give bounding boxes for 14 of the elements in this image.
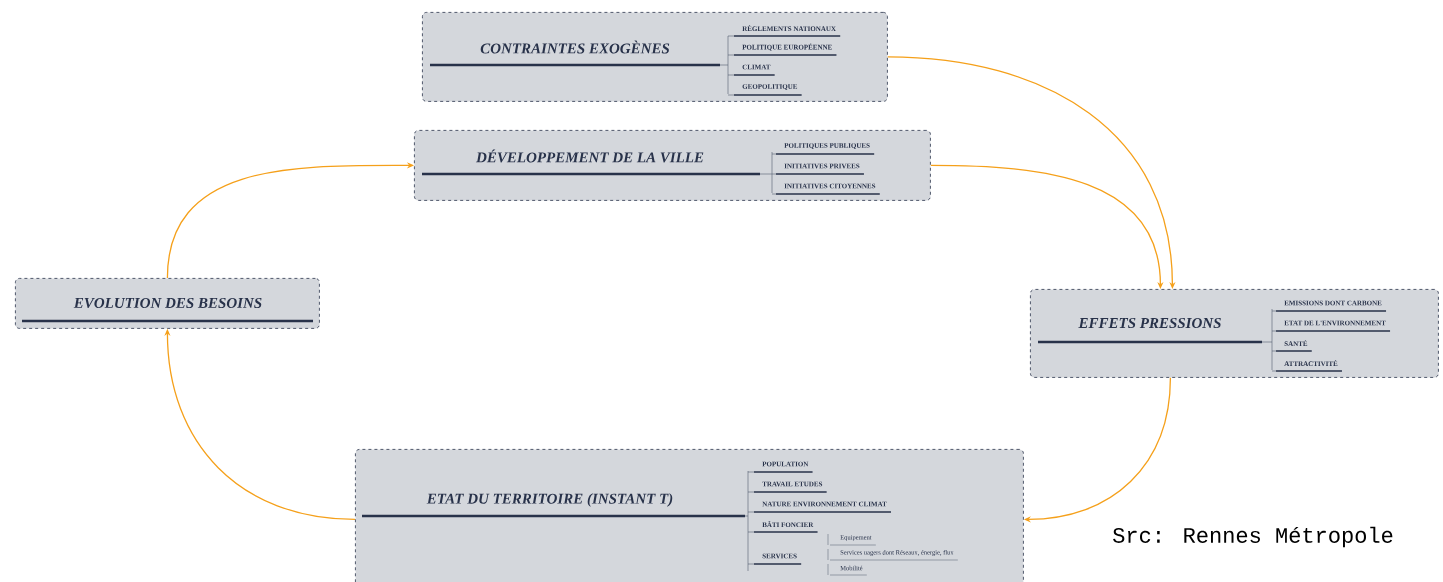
topic-heading: EFFETS PRESSIONS — [1078, 317, 1221, 329]
arrow — [930, 164, 1164, 289]
topic-heading: EVOLUTION DES BESOINS — [73, 297, 262, 309]
topic-box — [1030, 289, 1439, 378]
topic-box — [422, 12, 888, 102]
topic-heading: CONTRAINTES EXOGÈNES — [480, 40, 670, 54]
arrow — [166, 162, 414, 279]
topic-box — [355, 449, 1024, 582]
topic-heading: ETAT DU TERRITOIRE (INSTANT T) — [426, 493, 673, 507]
source-note: Src: Rennes Métropole — [1113, 526, 1393, 548]
arrow — [887, 56, 1176, 289]
topic-heading: DÉVELOPPEMENT DE LA VILLE — [475, 149, 704, 163]
topic-box — [414, 130, 931, 201]
topic-box — [15, 278, 320, 329]
